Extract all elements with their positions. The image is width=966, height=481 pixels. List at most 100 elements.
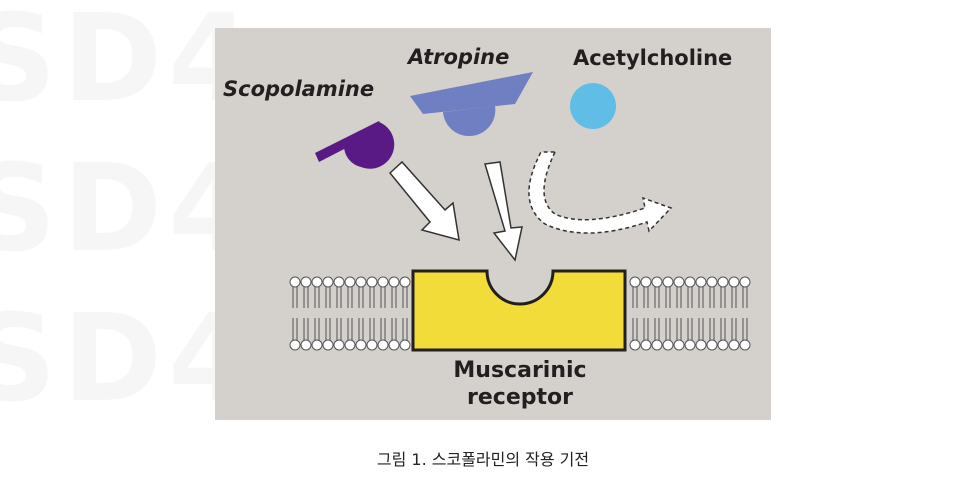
mechanism-diagram [289, 72, 751, 352]
lipid-tail [380, 287, 386, 308]
lipid-head [695, 339, 707, 351]
lipid-head [344, 276, 356, 288]
lipid-tail [665, 318, 671, 340]
lipid-tail [654, 287, 660, 308]
lipid-tail [709, 318, 715, 340]
lipid-head [717, 276, 729, 288]
lipid-head [651, 339, 663, 351]
lipid-head [662, 339, 674, 351]
lipid-head [684, 339, 696, 351]
lipid-tail [632, 287, 638, 308]
lipid-head [717, 339, 729, 351]
muscarinic-receptor [411, 269, 627, 352]
scopolamine-binding-arrow [388, 160, 460, 242]
lipid-head [728, 339, 740, 351]
lipid-tail [303, 287, 309, 308]
lipid-tail [391, 318, 397, 340]
receptor-label-line1: Muscarinic [453, 358, 587, 383]
lipid-head [662, 276, 674, 288]
lipid-head [706, 339, 718, 351]
lipid-head [322, 339, 334, 351]
lipid-tail [292, 287, 298, 308]
scopolamine-molecule [315, 121, 395, 169]
lipid-head [289, 276, 301, 288]
lipid-tail [336, 287, 342, 308]
lipid-tail [314, 318, 320, 340]
lipid-tail [369, 287, 375, 308]
lipid-head [388, 276, 400, 288]
atropine-label: Atropine [408, 45, 510, 69]
lipid-tail [665, 287, 671, 308]
lipid-tail [314, 287, 320, 308]
lipid-tail [720, 287, 726, 308]
lipid-head [355, 339, 367, 351]
acetylcholine-molecule [570, 83, 616, 129]
lipid-tail [709, 287, 715, 308]
lipid-head [333, 339, 345, 351]
lipid-head [366, 339, 378, 351]
lipid-head [651, 276, 663, 288]
lipid-head [629, 339, 641, 351]
lipid-tail [358, 287, 364, 308]
atropine-molecule [410, 72, 533, 137]
mechanism-figure: Scopolamine Atropine Acetylcholine Musca… [215, 28, 771, 420]
lipid-tail [336, 318, 342, 340]
receptor-label-line2: receptor [467, 385, 573, 410]
lipid-head [300, 276, 312, 288]
atropine-binding-arrow [484, 161, 523, 262]
lipid-head [399, 276, 411, 288]
lipid-head [344, 339, 356, 351]
lipid-head [333, 276, 345, 288]
lipid-tail [643, 287, 649, 308]
lipid-head [684, 276, 696, 288]
lipid-head [640, 339, 652, 351]
lipid-tail [402, 287, 408, 308]
lipid-tail [391, 287, 397, 308]
lipid-tail [369, 318, 375, 340]
lipid-tail [720, 318, 726, 340]
lipid-tail [742, 318, 748, 340]
scopolamine-label: Scopolamine [223, 77, 375, 101]
lipid-tail [632, 318, 638, 340]
lipid-head [673, 276, 685, 288]
lipid-head [728, 276, 740, 288]
lipid-tail [402, 318, 408, 340]
lipid-head [673, 339, 685, 351]
lipid-tail [698, 318, 704, 340]
lipid-tail [380, 318, 386, 340]
lipid-tail [347, 287, 353, 308]
lipid-tail [742, 287, 748, 308]
cell-membrane-right [629, 276, 751, 351]
lipid-head [706, 276, 718, 288]
lipid-head [355, 276, 367, 288]
lipid-head [289, 339, 301, 351]
lipid-tail [731, 287, 737, 308]
lipid-head [739, 276, 751, 288]
lipid-head [311, 276, 323, 288]
acetylcholine-blocked-arrow [528, 151, 673, 234]
lipid-tail [687, 318, 693, 340]
lipid-tail [303, 318, 309, 340]
lipid-tail [731, 318, 737, 340]
lipid-tail [325, 318, 331, 340]
lipid-tail [292, 318, 298, 340]
lipid-head [377, 339, 389, 351]
lipid-tail [698, 287, 704, 308]
lipid-head [300, 339, 312, 351]
lipid-head [640, 276, 652, 288]
lipid-head [629, 276, 641, 288]
lipid-head [366, 276, 378, 288]
watermark-text: SD4 [0, 140, 258, 279]
cell-membrane-left [289, 276, 411, 351]
lipid-tail [643, 318, 649, 340]
lipid-tail [358, 318, 364, 340]
lipid-tail [654, 318, 660, 340]
lipid-head [311, 339, 323, 351]
lipid-tail [325, 287, 331, 308]
lipid-tail [676, 318, 682, 340]
lipid-head [695, 276, 707, 288]
lipid-head [739, 339, 751, 351]
lipid-head [399, 339, 411, 351]
acetylcholine-label: Acetylcholine [573, 46, 733, 70]
lipid-head [322, 276, 334, 288]
